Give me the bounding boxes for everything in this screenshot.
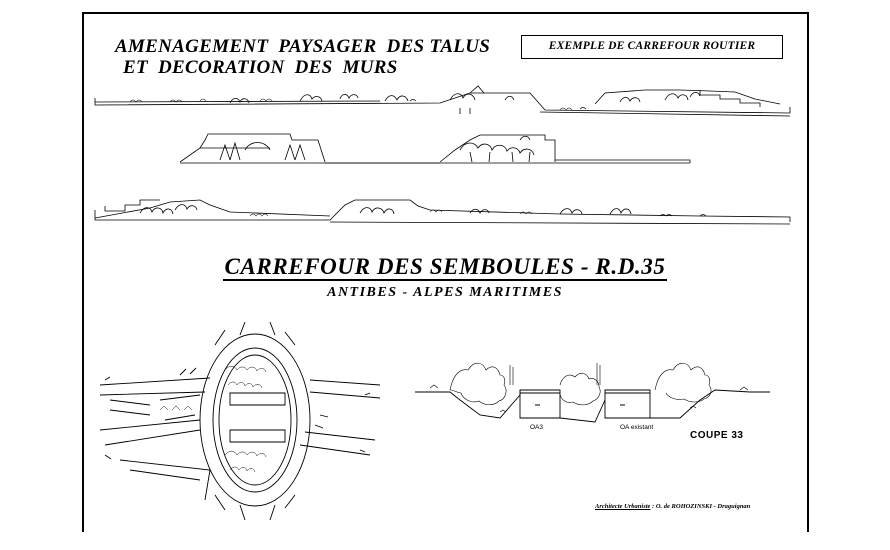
main-title: CARREFOUR DES SEMBOULES - R.D.35 [0,254,890,281]
location-subtitle: ANTIBES - ALPES MARITIMES [327,285,563,300]
credit-name: : O. de ROHOZINSKI - Draguignan [650,503,751,510]
section-label-oa3: OA3 [530,424,544,431]
title-line-2: ET DECORATION DES MURS [123,57,398,78]
title-line-1: AMENAGEMENT PAYSAGER DES TALUS [115,36,491,57]
drawing-title: AMENAGEMENT PAYSAGER DES TALUS ET DECORA… [115,36,490,78]
credit-role: Architecte Urbaniste [595,503,651,510]
main-title-text: CARREFOUR DES SEMBOULES - R.D.35 [222,254,668,281]
section-title-coupe: COUPE 33 [690,430,744,441]
drawing-sheet-frame [82,12,809,532]
architect-credit: Architecte Urbaniste : O. de ROHOZINSKI … [595,503,750,510]
section-label-oa-existant: OA existant [620,424,654,431]
example-badge: EXEMPLE DE CARREFOUR ROUTIER [521,35,783,59]
